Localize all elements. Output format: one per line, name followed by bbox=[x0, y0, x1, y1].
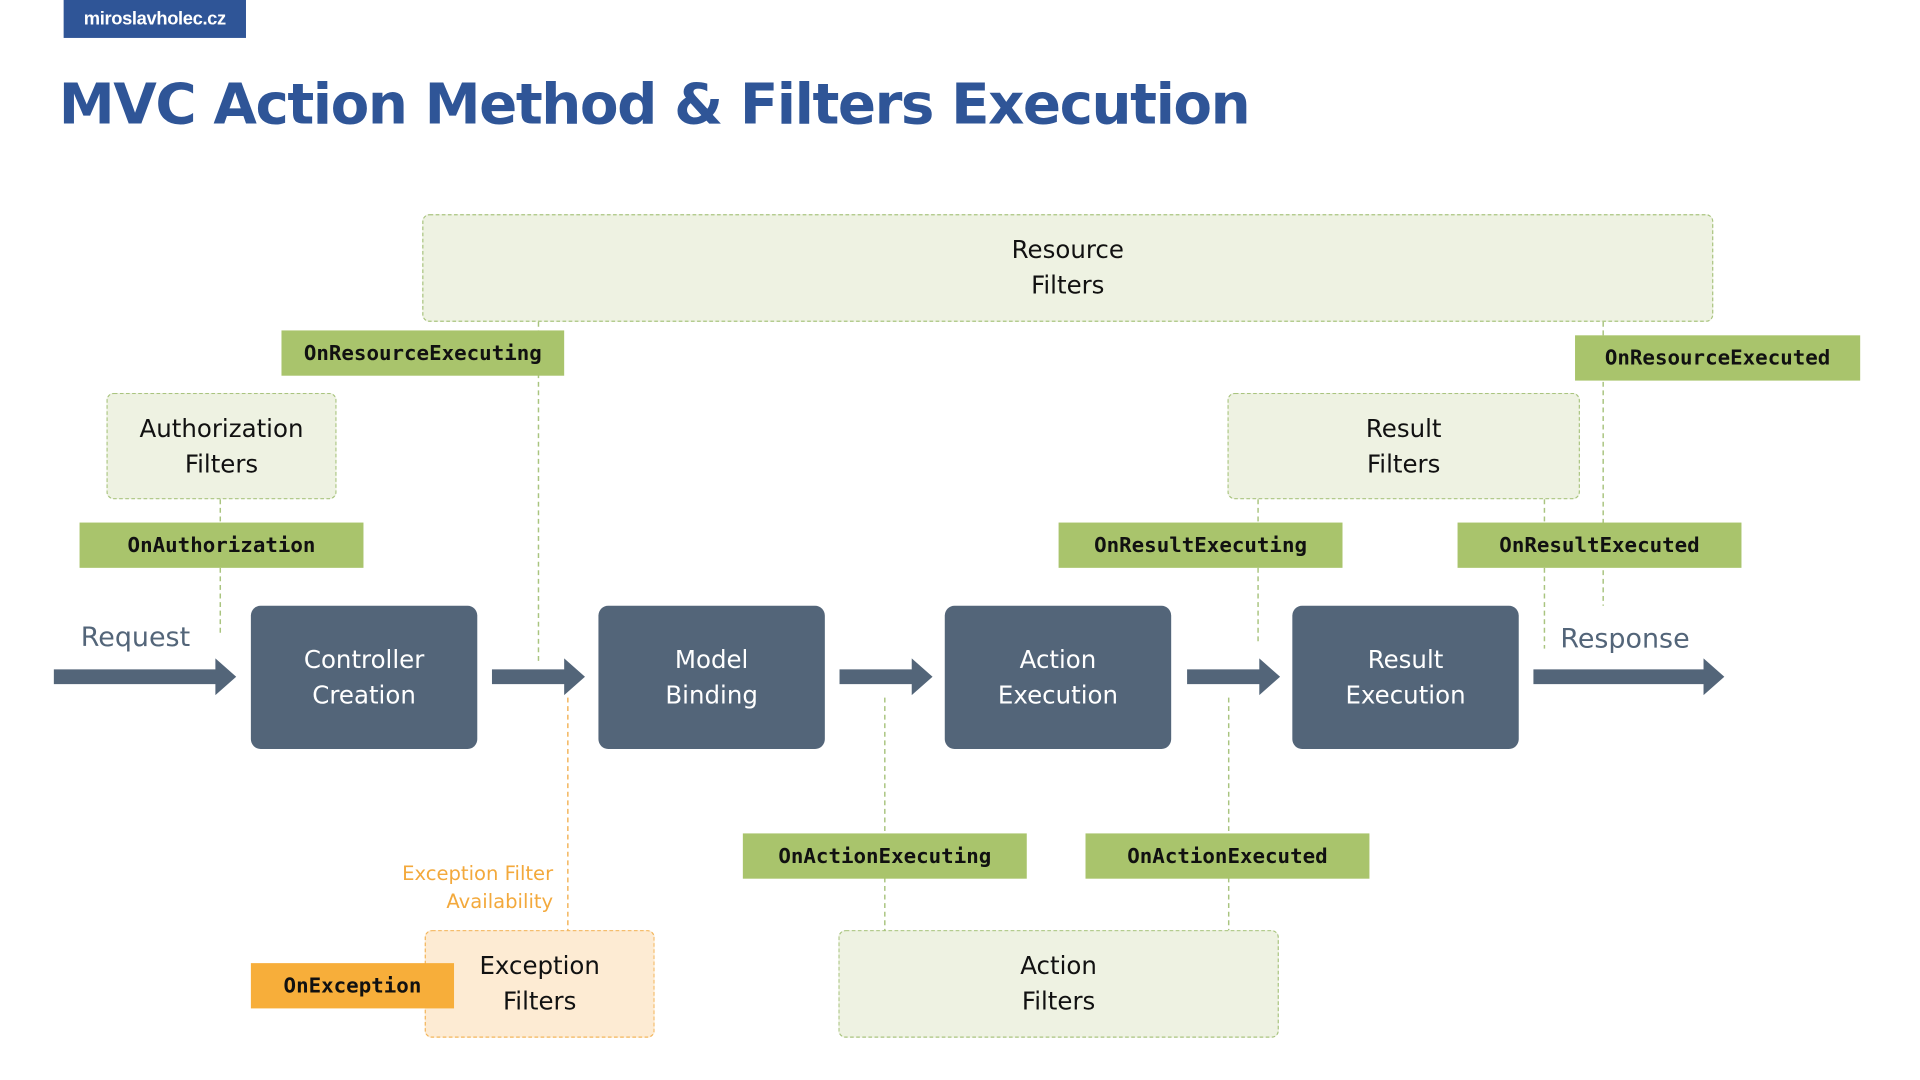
action-execution-stage: Action Execution bbox=[944, 605, 1172, 749]
controller-creation-stage: Controller Creation bbox=[250, 605, 478, 749]
on-action-executed-tag: OnActionExecuted bbox=[1085, 833, 1370, 879]
arrow-model-to-action bbox=[839, 658, 933, 696]
exception-filters-box: Exception Filters bbox=[424, 930, 655, 1038]
model-binding-stage: Model Binding bbox=[598, 605, 825, 749]
response-label: Response bbox=[1560, 624, 1690, 655]
request-label: Request bbox=[80, 622, 191, 654]
on-resource-executed-tag: OnResourceExecuted bbox=[1575, 335, 1861, 381]
on-exception-tag: OnException bbox=[250, 963, 455, 1009]
authorization-filters-box: Authorization Filters bbox=[106, 392, 337, 500]
action-filters-box: Action Filters bbox=[838, 930, 1279, 1038]
on-result-executing-tag: OnResultExecuting bbox=[1058, 522, 1343, 568]
resource-filters-box: Resource Filters bbox=[422, 214, 1714, 322]
page-title: MVC Action Method & Filters Execution bbox=[58, 70, 1251, 138]
exception-availability-note: Exception Filter Availability bbox=[402, 861, 554, 913]
arrow-request bbox=[53, 658, 237, 696]
on-resource-executing-tag: OnResourceExecuting bbox=[281, 330, 565, 376]
on-result-executed-tag: OnResultExecuted bbox=[1457, 522, 1742, 568]
on-action-executing-tag: OnActionExecuting bbox=[742, 833, 1027, 879]
result-filters-box: Result Filters bbox=[1227, 392, 1580, 500]
arrow-controller-to-model bbox=[491, 658, 585, 696]
on-authorization-tag: OnAuthorization bbox=[79, 522, 364, 568]
result-execution-stage: Result Execution bbox=[1292, 605, 1519, 749]
arrow-action-to-result bbox=[1187, 658, 1281, 696]
brand-badge: miroslavholec.cz bbox=[63, 0, 246, 38]
arrow-response bbox=[1533, 658, 1725, 696]
